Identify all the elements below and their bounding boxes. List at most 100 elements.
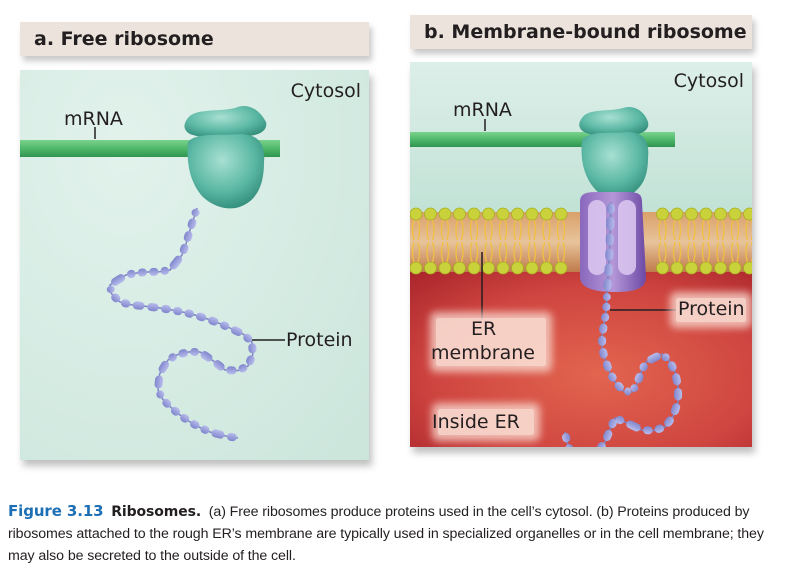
amino-acid-bead [173, 306, 183, 316]
lipid-tail [489, 241, 493, 263]
lipid-head [496, 207, 510, 221]
amino-acid-bead [661, 353, 670, 362]
lipid-tail [678, 241, 682, 263]
amino-acid-bead [615, 415, 625, 425]
amino-acid-bead [608, 372, 617, 382]
lipid-head [540, 261, 553, 275]
lipid-tail [533, 241, 537, 263]
amino-acid-bead [226, 366, 237, 375]
amino-acid-bead [605, 248, 614, 261]
free-ribosome-panel: Cytosol mRNA Protein [20, 70, 369, 460]
lipid-head [728, 261, 742, 275]
amino-acid-bead [602, 302, 611, 311]
lipid-tail [440, 219, 444, 241]
ribosome-large-subunit [184, 105, 267, 139]
lipid-tail [455, 219, 459, 241]
lipid-tail [518, 219, 522, 241]
ribosome-large-subunit [579, 106, 649, 137]
amino-acid-bead [161, 304, 171, 314]
lipid-tail [658, 241, 662, 263]
panel-a-title-text: a. Free ribosome [34, 28, 214, 50]
lipid-head [540, 207, 553, 221]
lipid-tail [678, 219, 682, 241]
amino-acid-bead [614, 381, 624, 392]
lipid-tail [745, 241, 749, 263]
lipid-tail [460, 219, 464, 241]
lipid-head [467, 207, 481, 221]
figure-caption: Figure 3.13 Ribosomes. (a) Free ribosome… [8, 500, 788, 567]
lipid-tail [513, 241, 517, 263]
panel-b-title: b. Membrane-bound ribosome [410, 15, 752, 49]
lipid-head [467, 261, 481, 275]
lipid-tail [745, 219, 749, 241]
amino-acid-bead [200, 351, 213, 362]
lipid-tail [504, 241, 508, 263]
protein-label-box [676, 298, 746, 322]
panel-a-title: a. Free ribosome [20, 22, 369, 56]
amino-acid-bead [184, 309, 194, 318]
lipid-tail [701, 219, 705, 241]
panel-b-title-text: b. Membrane-bound ribosome [424, 21, 747, 43]
amino-acid-bead [147, 302, 159, 312]
lipid-tail [426, 241, 430, 263]
lipid-head [670, 207, 684, 221]
lipid-head [743, 261, 752, 275]
amino-acid-bead [599, 323, 608, 334]
amino-acid-bead [230, 326, 243, 336]
lipid-head [699, 261, 713, 275]
amino-acid-bead [667, 361, 677, 372]
lipid-head [511, 207, 524, 221]
lipid-tail [475, 241, 479, 263]
amino-acid-bead [664, 416, 674, 427]
amino-acid-bead [599, 348, 608, 359]
lipid-tail [498, 241, 502, 263]
lipid-head [728, 207, 742, 221]
lipid-tail [658, 219, 662, 241]
protein-chain [562, 201, 683, 447]
translocon-right-lobe [618, 200, 636, 275]
amino-acid-bead [654, 424, 665, 433]
amino-acid-bead [674, 388, 683, 401]
amino-acid-bead [211, 429, 225, 439]
lipid-tail [750, 219, 752, 241]
amino-acid-bead [634, 372, 644, 384]
amino-acid-bead [643, 426, 653, 435]
lipid-head [525, 207, 539, 221]
lipid-tail [484, 219, 488, 241]
amino-acid-bead [162, 398, 172, 408]
amino-acid-bead [672, 373, 681, 386]
amino-acid-bead [605, 233, 614, 246]
amino-acid-bead [639, 362, 648, 372]
lipid-tail [446, 241, 450, 263]
lipid-head [438, 207, 452, 221]
amino-acid-bead [154, 375, 164, 389]
lipid-head [511, 261, 524, 275]
lipid-head [453, 207, 466, 221]
amino-acid-bead [624, 387, 632, 396]
amino-acid-bead [149, 267, 159, 276]
protein-backbone [109, 207, 254, 439]
amino-acid-bead [598, 335, 607, 346]
mrna-label: mRNA [64, 108, 123, 130]
inside-er-label-box [438, 409, 534, 435]
amino-acid-bead [670, 403, 681, 415]
lipid-tail [716, 219, 720, 241]
translocon-left-lobe [588, 200, 606, 275]
lipid-tail [484, 241, 488, 263]
lipid-head [685, 261, 698, 275]
lipid-head [699, 207, 713, 221]
amino-acid-bead [183, 231, 193, 242]
amino-acid-bead [137, 268, 147, 277]
lipid-tail [440, 241, 444, 263]
lipid-tail [513, 219, 517, 241]
lipid-tail [736, 219, 740, 241]
amino-acid-bead [243, 333, 253, 343]
lipid-head [438, 261, 452, 275]
amino-acid-bead [111, 293, 121, 303]
lipid-tail [411, 219, 415, 241]
lipid-tail [417, 241, 421, 263]
lipid-tail [672, 219, 676, 241]
lipid-tail [562, 241, 566, 263]
lipid-tail [707, 241, 711, 263]
lipid-head [685, 207, 698, 221]
